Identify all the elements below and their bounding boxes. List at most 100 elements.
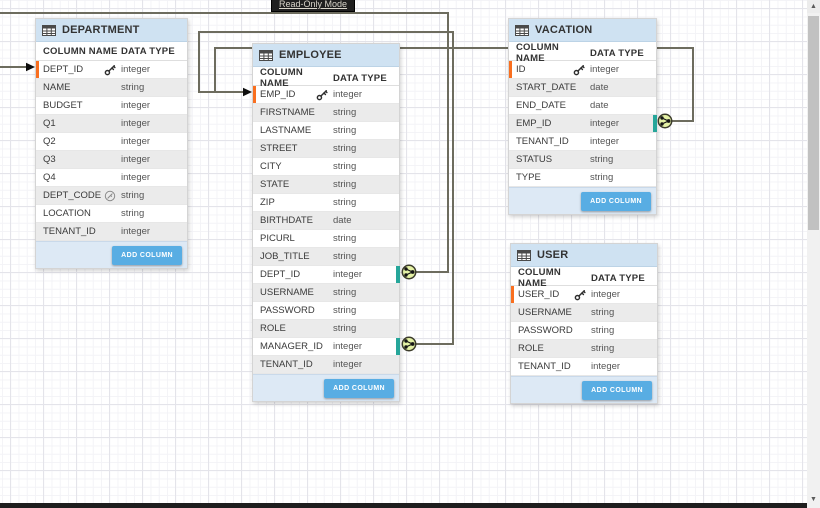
column-data-type: date [333, 215, 352, 226]
column-row-emp_id[interactable]: EMP_ID integer [253, 86, 399, 104]
table-title: EMPLOYEE [279, 49, 342, 61]
data-type-header: DATA TYPE [333, 72, 387, 84]
column-data-type: string [333, 251, 357, 262]
column-name: PICURL [260, 233, 295, 244]
column-name: USERNAME [518, 307, 572, 318]
vertical-scrollbar[interactable]: ▲ ▼ [807, 0, 820, 508]
column-data-type: integer [590, 136, 620, 147]
table-header[interactable]: USER [511, 244, 657, 267]
unique-constraint-icon [104, 190, 116, 202]
column-name: DEPT_ID [43, 64, 84, 75]
column-name: START_DATE [516, 82, 577, 93]
column-data-type: integer [333, 89, 363, 100]
column-row-job_title[interactable]: JOB_TITLE string [253, 248, 399, 266]
column-data-type: string [333, 179, 357, 190]
table-header[interactable]: EMPLOYEE [253, 44, 399, 67]
column-name: JOB_TITLE [260, 251, 310, 262]
scroll-down-arrow-icon[interactable]: ▼ [810, 496, 817, 503]
column-name: LASTNAME [260, 125, 312, 136]
column-name: ID [516, 64, 526, 75]
column-row-location[interactable]: LOCATION string [36, 205, 187, 223]
column-data-type: date [590, 100, 609, 111]
column-data-type: integer [333, 269, 363, 280]
add-column-button[interactable]: ADD COLUMN [582, 380, 652, 400]
column-row-username[interactable]: USERNAME string [511, 304, 657, 322]
primary-key-icon [574, 289, 586, 301]
horizontal-scrollbar-thumb[interactable] [0, 503, 807, 508]
add-column-button[interactable]: ADD COLUMN [112, 245, 182, 265]
column-name: EMP_ID [260, 89, 296, 100]
column-name: ZIP [260, 197, 275, 208]
column-name: CITY [260, 161, 282, 172]
column-name-header: COLUMN NAME [43, 45, 118, 57]
column-name: TENANT_ID [43, 226, 96, 237]
table-grid-icon [259, 50, 273, 61]
column-data-type: string [333, 161, 357, 172]
scroll-up-arrow-icon[interactable]: ▲ [807, 0, 820, 13]
column-data-type: integer [121, 136, 151, 147]
column-data-type: string [121, 208, 145, 219]
column-name: LOCATION [43, 208, 91, 219]
table-header[interactable]: VACATION [509, 19, 656, 42]
primary-key-icon [573, 64, 585, 76]
table-grid-icon [515, 25, 529, 36]
column-data-type: integer [121, 172, 151, 183]
add-column-button[interactable]: ADD COLUMN [581, 191, 651, 211]
column-row-city[interactable]: CITY string [253, 158, 399, 176]
column-name: ROLE [518, 343, 544, 354]
column-data-type: string [333, 107, 357, 118]
column-name-header: COLUMN NAME [518, 267, 561, 289]
column-data-type: string [591, 307, 615, 318]
read-only-badge: Read-Only Mode [272, 0, 355, 11]
add-column-button[interactable]: ADD COLUMN [324, 378, 394, 398]
vertical-scrollbar-thumb[interactable] [808, 16, 819, 230]
column-data-type: integer [333, 341, 363, 352]
primary-key-icon [316, 89, 328, 101]
table-department[interactable]: DEPARTMENT COLUMN NAME DATA TYPE DEPT_ID… [35, 18, 188, 269]
data-type-header: DATA TYPE [590, 47, 644, 59]
column-data-type: integer [591, 361, 621, 372]
table-header[interactable]: DEPARTMENT [36, 19, 187, 42]
column-row-budget[interactable]: BUDGET integer [36, 97, 187, 115]
table-title: USER [537, 249, 569, 261]
column-data-type: integer [121, 100, 151, 111]
table-grid-icon [42, 25, 56, 36]
column-name: BUDGET [43, 100, 83, 111]
